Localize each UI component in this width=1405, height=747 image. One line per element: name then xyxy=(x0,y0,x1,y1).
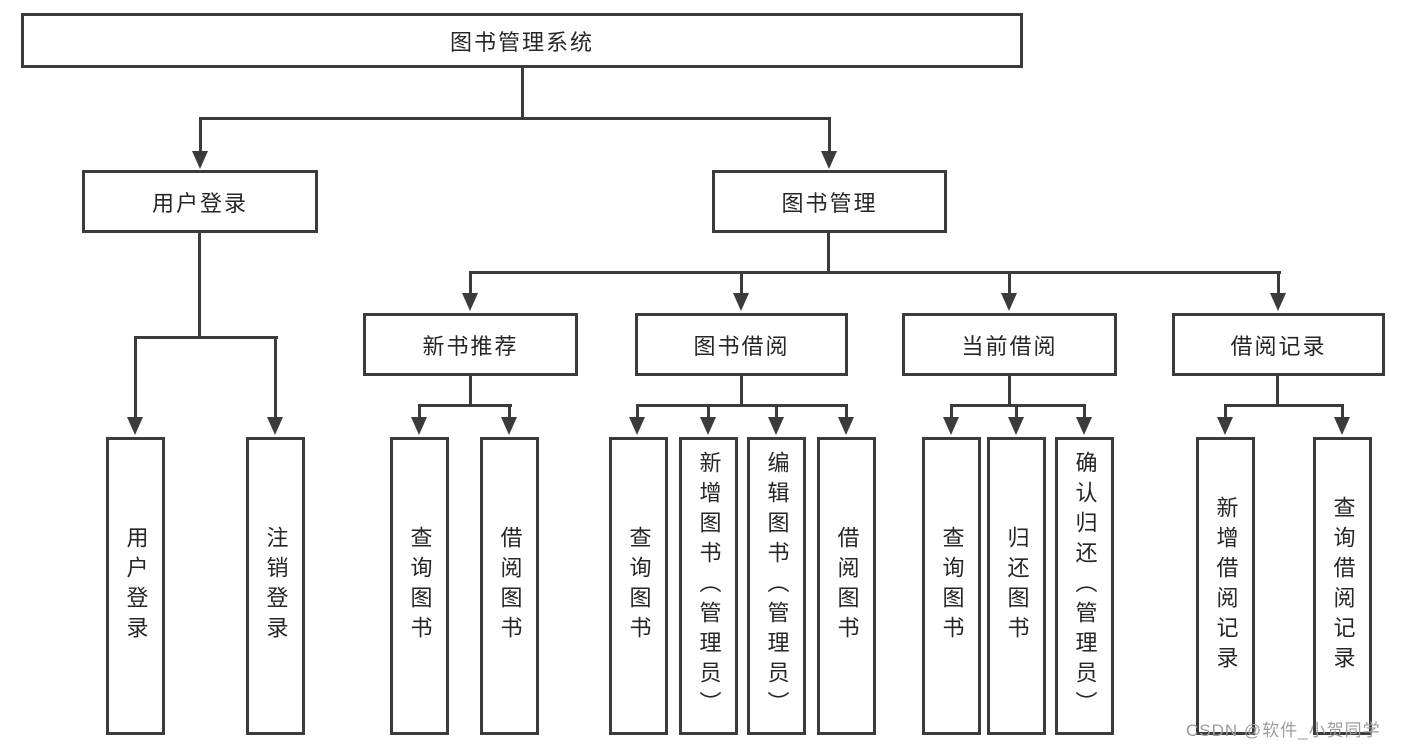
leaf-nbr-query-book: 查询图书 xyxy=(390,437,449,735)
connector-line xyxy=(636,404,639,419)
connector-line xyxy=(418,404,421,419)
arrow-down-icon xyxy=(1217,417,1233,435)
connector-line xyxy=(950,404,1086,407)
arrow-down-icon xyxy=(192,151,208,169)
arrow-down-icon xyxy=(462,293,478,311)
connector-line xyxy=(1276,376,1279,406)
node-root: 图书管理系统 xyxy=(21,13,1023,68)
arrow-down-icon xyxy=(629,417,645,435)
connector-line xyxy=(636,404,848,407)
connector-line xyxy=(469,376,472,406)
arrow-down-icon xyxy=(838,417,854,435)
leaf-logout: 注销登录 xyxy=(246,437,305,735)
node-borrow-record: 借阅记录 xyxy=(1172,313,1385,376)
connector-line xyxy=(199,117,831,120)
node-user-login-label: 用户登录 xyxy=(151,190,248,216)
leaf-cb-query-book: 查询图书 xyxy=(922,437,981,735)
arrow-down-icon xyxy=(501,417,517,435)
arrow-down-icon xyxy=(700,417,716,435)
connector-line xyxy=(950,404,953,419)
node-book-management-label: 图书管理 xyxy=(781,190,878,216)
leaf-bb-borrow-book-label: 借阅图书 xyxy=(834,526,860,646)
connector-line xyxy=(1083,404,1086,419)
connector-line xyxy=(469,271,472,295)
arrow-down-icon xyxy=(943,417,959,435)
node-book-management: 图书管理 xyxy=(712,170,947,233)
leaf-cb-confirm-return-admin: 确认归还（管理员） xyxy=(1055,437,1114,735)
arrow-down-icon xyxy=(411,417,427,435)
node-user-login: 用户登录 xyxy=(82,170,318,233)
connector-line xyxy=(198,233,201,338)
connector-line xyxy=(740,271,743,295)
node-new-book-recommend: 新书推荐 xyxy=(363,313,578,376)
connector-line xyxy=(828,117,831,152)
connector-line xyxy=(418,404,512,407)
node-borrow-record-label: 借阅记录 xyxy=(1230,333,1327,359)
connector-line xyxy=(775,404,778,419)
leaf-user-login-label: 用户登录 xyxy=(123,526,149,646)
arrow-down-icon xyxy=(267,417,283,435)
leaf-cb-confirm-return-admin-label: 确认归还（管理员） xyxy=(1072,451,1098,721)
arrow-down-icon xyxy=(733,293,749,311)
leaf-cb-query-book-label: 查询图书 xyxy=(939,526,965,646)
connector-line xyxy=(1008,271,1011,295)
node-book-borrow: 图书借阅 xyxy=(635,313,848,376)
leaf-br-query-record: 查询借阅记录 xyxy=(1313,437,1372,735)
csdn-watermark: CSDN @软件_小贺同学 xyxy=(1186,721,1381,740)
leaf-br-add-record-label: 新增借阅记录 xyxy=(1213,496,1239,676)
connector-line xyxy=(274,336,277,418)
leaf-bb-add-book-admin-label: 新增图书（管理员） xyxy=(696,451,722,721)
leaf-nbr-query-book-label: 查询图书 xyxy=(407,526,433,646)
connector-line xyxy=(1224,404,1227,419)
connector-line xyxy=(1008,376,1011,406)
connector-line xyxy=(469,271,1281,274)
connector-line xyxy=(508,404,511,419)
leaf-br-query-record-label: 查询借阅记录 xyxy=(1330,496,1356,676)
arrow-down-icon xyxy=(1001,293,1017,311)
leaf-cb-return-book: 归还图书 xyxy=(987,437,1046,735)
leaf-bb-add-book-admin: 新增图书（管理员） xyxy=(679,437,738,735)
leaf-br-add-record: 新增借阅记录 xyxy=(1196,437,1255,735)
arrow-down-icon xyxy=(821,151,837,169)
connector-line xyxy=(1277,271,1280,295)
node-book-borrow-label: 图书借阅 xyxy=(693,333,790,359)
arrow-down-icon xyxy=(1334,417,1350,435)
arrow-down-icon xyxy=(127,417,143,435)
node-root-label: 图书管理系统 xyxy=(449,29,594,55)
node-new-book-recommend-label: 新书推荐 xyxy=(422,333,519,359)
connector-line xyxy=(134,336,137,418)
node-current-borrow-label: 当前借阅 xyxy=(961,333,1058,359)
connector-line xyxy=(1224,404,1344,407)
connector-line xyxy=(134,336,278,339)
leaf-bb-borrow-book: 借阅图书 xyxy=(817,437,876,735)
node-current-borrow: 当前借阅 xyxy=(902,313,1117,376)
leaf-nbr-borrow-book: 借阅图书 xyxy=(480,437,539,735)
leaf-nbr-borrow-book-label: 借阅图书 xyxy=(497,526,523,646)
connector-line xyxy=(199,117,202,152)
leaf-bb-query-book: 查询图书 xyxy=(609,437,668,735)
arrow-down-icon xyxy=(1076,417,1092,435)
leaf-logout-label: 注销登录 xyxy=(263,526,289,646)
leaf-bb-edit-book-admin-label: 编辑图书（管理员） xyxy=(764,451,790,721)
connector-line xyxy=(521,68,524,119)
connector-line xyxy=(707,404,710,419)
leaf-bb-edit-book-admin: 编辑图书（管理员） xyxy=(747,437,806,735)
arrow-down-icon xyxy=(1008,417,1024,435)
leaf-bb-query-book-label: 查询图书 xyxy=(626,526,652,646)
connector-line xyxy=(1341,404,1344,419)
connector-line xyxy=(845,404,848,419)
arrow-down-icon xyxy=(1270,293,1286,311)
leaf-user-login: 用户登录 xyxy=(106,437,165,735)
arrow-down-icon xyxy=(768,417,784,435)
connector-line xyxy=(1015,404,1018,419)
leaf-cb-return-book-label: 归还图书 xyxy=(1004,526,1030,646)
connector-line xyxy=(740,376,743,406)
connector-line xyxy=(827,233,830,274)
